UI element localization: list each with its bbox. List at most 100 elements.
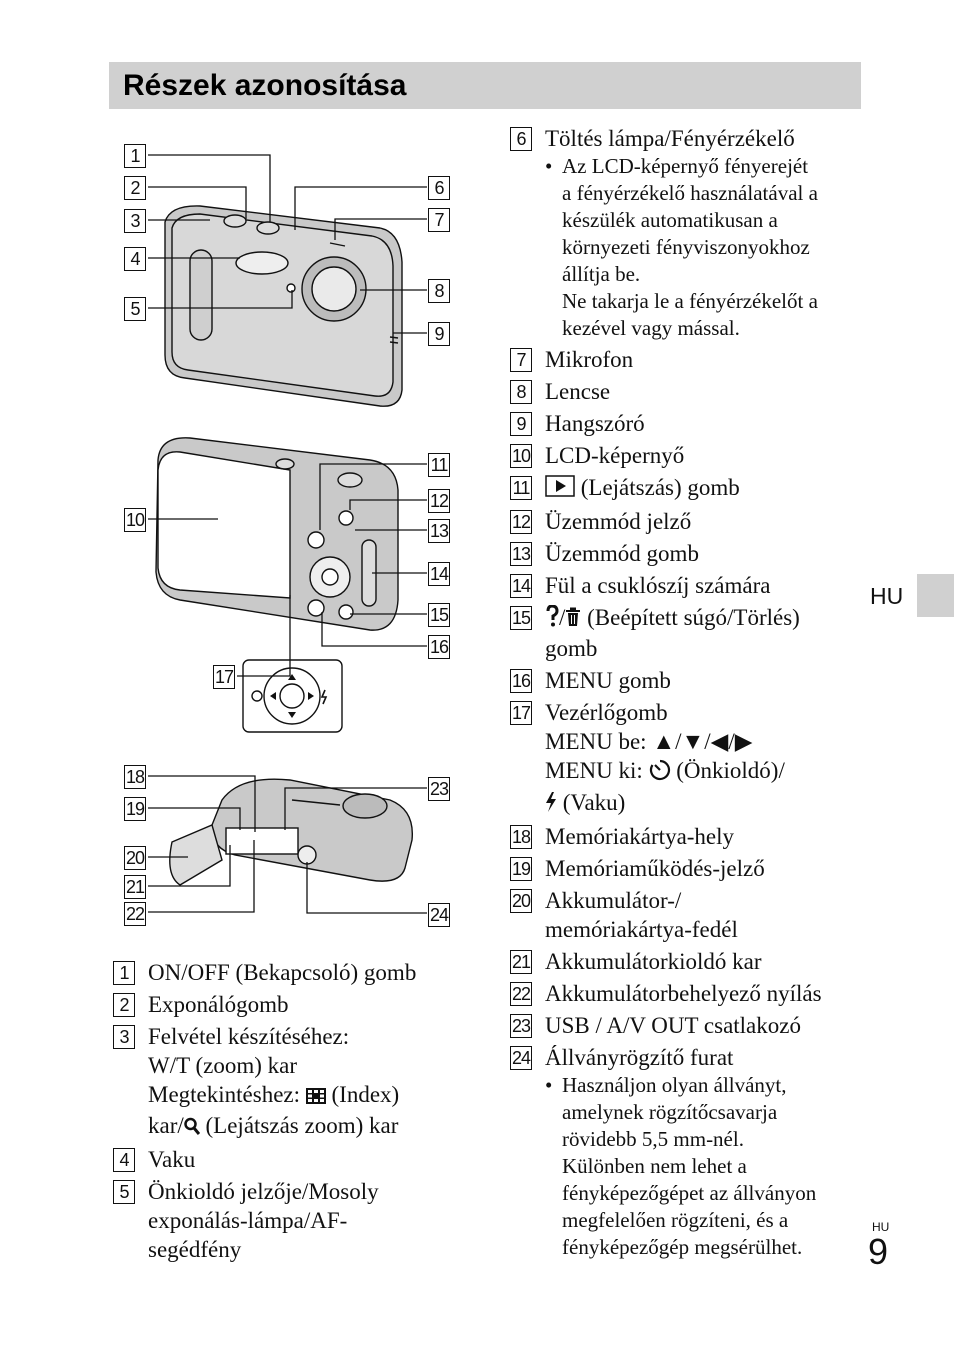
index-grid-icon (305, 1082, 326, 1111)
item-text: kar/ (Lejátszás zoom) kar (148, 1111, 473, 1142)
callout-12: 12 (428, 489, 450, 513)
item-text: Önkioldó jelzője/Mosoly (148, 1179, 379, 1205)
callout-8: 8 (428, 279, 450, 303)
item-text: Hangszóró (545, 411, 645, 436)
self-timer-icon (649, 759, 671, 788)
item-text: Mikrofon (545, 347, 634, 372)
item-text: MENU gomb (545, 668, 671, 694)
item-bullet: • Az LCD-képernyő fényerejét a fényérzék… (545, 154, 818, 340)
item-text: Akkumulátorkioldó kar (545, 948, 762, 974)
right-parts-list: 6 Töltés lámpa/Fényérzékelő • Az LCD-kép… (510, 124, 865, 1261)
item-text: Megtekintéshez: (Index) (148, 1080, 473, 1111)
item-text: (Vaku) (545, 788, 865, 819)
item-text: segédfény (148, 1237, 242, 1263)
item-number: 2 (113, 993, 135, 1017)
item-number: 3 (113, 1025, 135, 1049)
item-text: Akkumulátorbehelyező nyílás (545, 980, 822, 1006)
item-text: exponálás-lámpa/AF- (148, 1208, 348, 1234)
list-item: 17 Vezérlőgomb MENU be: ▲/▼/◀/▶ MENU ki:… (510, 698, 865, 818)
item-text: Fül a csuklószíj számára (545, 573, 771, 599)
callout-19: 19 (124, 797, 146, 821)
callout-6: 6 (428, 176, 450, 200)
callout-10: 10 (124, 508, 146, 532)
item-text: Memóriakártya-hely (545, 823, 735, 849)
item-text: Memóriaműködés-jelző (545, 855, 765, 881)
list-item: 4 Vaku (113, 1145, 473, 1174)
callout-17: 17 (213, 665, 235, 689)
list-item: 6 Töltés lámpa/Fényérzékelő • Az LCD-kép… (510, 124, 865, 342)
trash-icon (565, 605, 581, 634)
item-text: Üzemmód gomb (545, 541, 699, 567)
playback-icon (545, 475, 575, 504)
callout-4: 4 (124, 247, 146, 271)
item-text: Töltés lámpa/Fényérzékelő (545, 126, 795, 151)
item-text: LCD-képernyő (545, 443, 685, 468)
item-text: Akkumulátor-/ (545, 887, 682, 913)
callout-14: 14 (428, 562, 450, 586)
item-bullet: • Használjon olyan állványt, amelynek rö… (545, 1072, 817, 1259)
help-icon (545, 604, 559, 634)
callout-21: 21 (124, 875, 146, 899)
callout-7: 7 (428, 208, 450, 232)
item-text: Felvétel készítéséhez: (148, 1024, 350, 1049)
item-text: MENU ki: (Önkioldó)/ (545, 756, 865, 787)
callout-18: 18 (124, 765, 146, 789)
item-text: USB / A/V OUT csatlakozó (545, 1012, 801, 1038)
callout-24: 24 (428, 903, 450, 927)
item-text: Üzemmód jelző (545, 509, 692, 535)
item-text: memóriakártya-fedél (545, 916, 738, 942)
item-text: ON/OFF (Bekapcsoló) gomb (148, 960, 417, 985)
list-item: 24 Állványrögzítő furat • Használjon oly… (510, 1043, 865, 1261)
callout-11: 11 (428, 453, 450, 477)
item-text: (Lejátszás) gomb (545, 473, 865, 504)
list-item: 15 / (Beépített súgó/Törlés) gomb (510, 603, 865, 663)
language-side-tab (917, 574, 954, 617)
item-text: Vaku (148, 1147, 196, 1173)
list-item: 20 Akkumulátor-/ memóriakártya-fedél (510, 886, 865, 944)
item-text: W/T (zoom) kar (148, 1053, 298, 1078)
footer-language: HU (872, 1220, 890, 1234)
camera-front-view (164, 205, 403, 407)
item-text: MENU be: ▲/▼/◀/▶ (545, 729, 753, 755)
callout-9: 9 (428, 322, 450, 346)
callout-22: 22 (124, 902, 146, 926)
camera-back-view (155, 437, 399, 631)
left-parts-list: 1 ON/OFF (Bekapcsoló) gomb 2 Exponálógom… (113, 958, 473, 1264)
callout-3: 3 (124, 209, 146, 233)
list-item: 1 ON/OFF (Bekapcsoló) gomb (113, 958, 473, 987)
callout-1: 1 (124, 144, 146, 168)
list-item: 5 Önkioldó jelzője/Mosoly exponálás-lámp… (113, 1177, 473, 1264)
callout-16: 16 (428, 635, 450, 659)
zoom-magnifier-icon (184, 1113, 200, 1142)
callout-20: 20 (124, 846, 146, 870)
callout-13: 13 (428, 519, 450, 543)
item-text: gomb (545, 636, 598, 662)
callout-23: 23 (428, 777, 450, 801)
list-item: 2 Exponálógomb (113, 990, 473, 1019)
item-number: 6 (510, 127, 532, 151)
item-text: Vezérlőgomb (545, 700, 668, 726)
item-number: 4 (113, 1148, 135, 1173)
list-item: 3 Felvétel készítéséhez: W/T (zoom) kar … (113, 1022, 473, 1142)
callout-2: 2 (124, 176, 146, 200)
item-text: Lencse (545, 379, 611, 404)
control-button-inset (242, 659, 343, 733)
camera-bottom-view (169, 778, 414, 886)
item-number: 1 (113, 961, 135, 985)
page-title: Részek azonosítása (123, 69, 407, 102)
item-text: / (Beépített súgó/Törlés) (545, 603, 865, 634)
item-text: Exponálógomb (148, 992, 289, 1017)
